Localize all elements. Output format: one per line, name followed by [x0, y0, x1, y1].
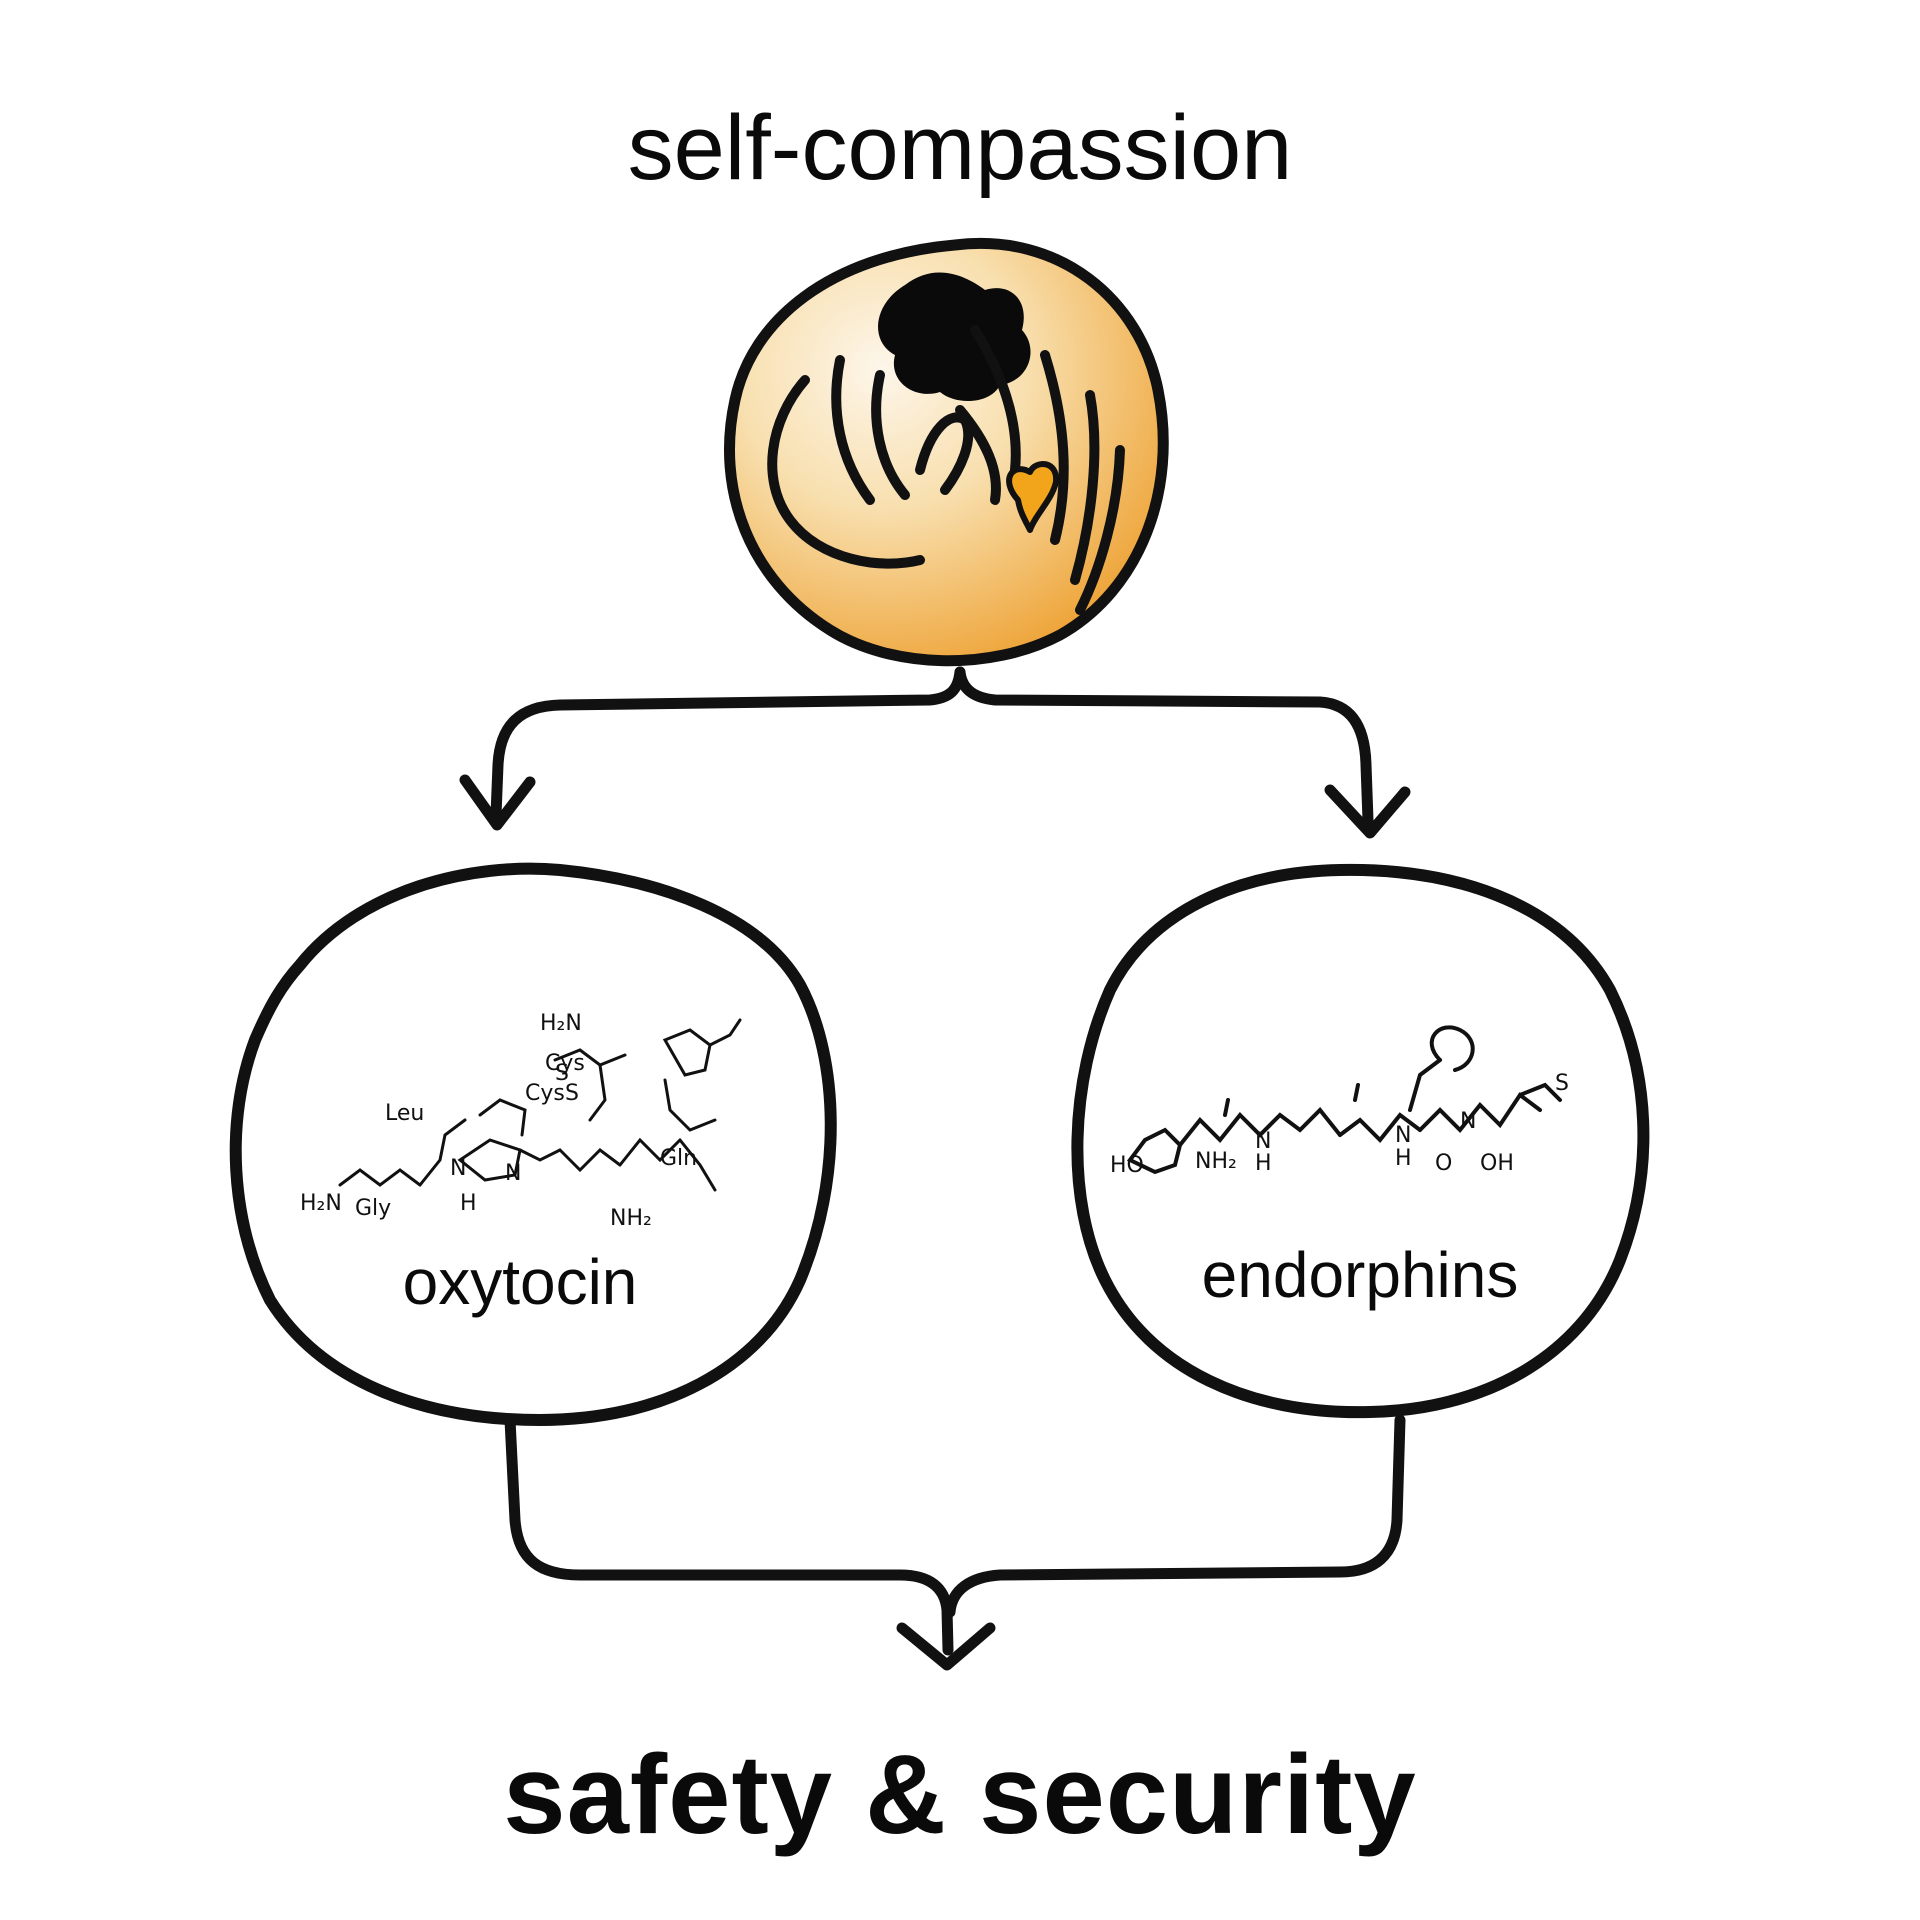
endorphin-label-n1: N: [1255, 1129, 1271, 1154]
endorphin-molecule-sketch: [1126, 1025, 1562, 1175]
endorphin-label-o: O: [1435, 1151, 1452, 1176]
endorphin-label-h2: H: [1395, 1146, 1412, 1171]
arrowhead-oxytocin: [459, 774, 536, 831]
oxytocin-label-h2n-left: H₂N: [300, 1191, 342, 1216]
oxytocin-label-cys1: Cys: [545, 1051, 585, 1076]
endorphins-label: endorphins: [1201, 1239, 1519, 1311]
edge-endorphins-to-safety: [944, 1414, 1406, 1618]
endorphin-label-h1: H: [1255, 1151, 1272, 1176]
endorphin-label-s: S: [1555, 1071, 1569, 1096]
endorphins-node: HO NH₂ N H N H N O S OH: [1071, 863, 1650, 1419]
oxytocin-label-leu: Leu: [385, 1101, 424, 1126]
endorphin-label-ho: HO: [1110, 1153, 1144, 1178]
endorphin-label-nh2: NH₂: [1195, 1149, 1237, 1174]
head-icon: [878, 272, 1031, 402]
endorphin-label-oh: OH: [1480, 1151, 1514, 1176]
connectors: [459, 666, 1411, 1671]
oxytocin-molecule-sketch: [338, 1018, 742, 1192]
edge-self-to-endorphins: [954, 666, 1374, 826]
oxytocin-label-nh2: NH₂: [610, 1206, 652, 1231]
top-label: self-compassion: [627, 97, 1293, 199]
oxytocin-label-n1: N: [450, 1156, 466, 1181]
oxytocin-label-gly: Gly: [355, 1196, 391, 1221]
oxytocin-label-h: H: [460, 1191, 477, 1216]
self-compassion-illustration: [723, 238, 1169, 667]
oxytocin-label-gln: Gln: [660, 1146, 697, 1171]
edge-self-to-oxytocin: [490, 666, 966, 821]
oxytocin-label-h2n-top: H₂N: [540, 1011, 582, 1036]
arrowhead-safety: [896, 1622, 996, 1671]
edge-oxytocin-to-safety: [504, 1414, 954, 1656]
arrowhead-endorphins: [1324, 784, 1411, 839]
endorphin-label-n2: N: [1395, 1123, 1411, 1148]
oxytocin-node: H₂N Gly Leu H₂N Cys Cys S S N H N Gln NH…: [229, 862, 837, 1426]
oxytocin-label-s1: S: [565, 1081, 579, 1106]
bottom-label: safety & security: [503, 1732, 1417, 1857]
oxytocin-label-cys2: Cys: [525, 1081, 565, 1106]
heart-icon: [1006, 461, 1060, 533]
endorphin-label-n3: N: [1460, 1109, 1476, 1134]
oxytocin-label-n2: N: [505, 1161, 521, 1186]
oxytocin-label: oxytocin: [402, 1246, 638, 1318]
oxytocin-label-s2: S: [555, 1061, 569, 1086]
